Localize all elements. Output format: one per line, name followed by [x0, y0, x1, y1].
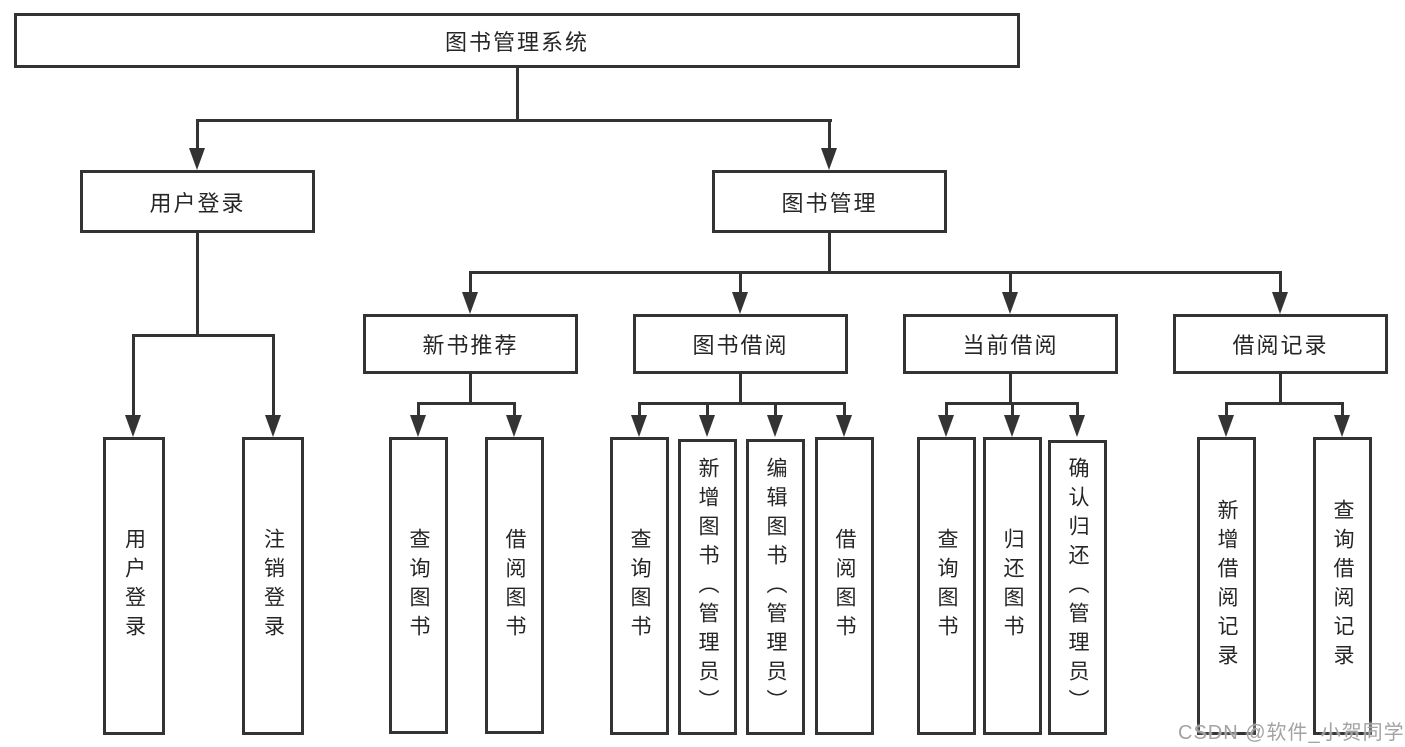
arrow-down-leaf-login [125, 415, 141, 437]
node-book-mgmt: 图书管理 [712, 170, 947, 233]
connector-g3-leaf1-drop [1341, 402, 1344, 417]
arrow-down-g1-leaf2 [767, 415, 783, 437]
node-current-borrow-label: 当前借阅 [962, 333, 1059, 358]
connector-group0-drop [469, 271, 472, 294]
leaf-g3-query-borrow-record: 查询借阅记录 [1313, 437, 1372, 735]
connector-g1-leaf2-drop [774, 402, 777, 417]
arrow-down-g1-leaf1 [699, 415, 715, 437]
connector-book-mgmt-drop [828, 119, 831, 150]
connector-g2-leaf2-drop [1076, 402, 1079, 417]
leaf-user-login-label: 用户登录 [122, 528, 146, 644]
node-book-borrow-label: 图书借阅 [692, 333, 789, 358]
arrow-down-g0-leaf0 [410, 415, 426, 437]
leaf-g1-edit-books-admin: 编辑图书（管理员） [746, 439, 805, 735]
arrow-down-g2-leaf0 [938, 415, 954, 437]
csdn-watermark: CSDN @软件_小贺同学 [1178, 722, 1405, 744]
arrow-down-group3 [1272, 292, 1288, 314]
connector-group1-drop [739, 271, 742, 294]
connector-g0-leaf1-drop [513, 402, 516, 417]
arrow-down-g2-leaf2 [1069, 415, 1085, 437]
arrow-down-g3-leaf0 [1218, 415, 1234, 437]
leaf-g2-return-books-label: 归还图书 [1001, 528, 1024, 644]
arrow-down-group1 [732, 292, 748, 314]
connector-g2-leaf0-drop [945, 402, 948, 417]
connector-g2-leaf1-drop [1011, 402, 1014, 417]
connector-group3-drop [1279, 271, 1282, 294]
connector-group3-stem [1279, 372, 1282, 405]
connector-user-login-stem [196, 231, 199, 337]
arrow-down-user-login [189, 148, 205, 170]
arrow-down-g2-leaf1 [1004, 415, 1020, 437]
connector-group0-bar [417, 402, 515, 405]
connector-group2-drop [1009, 271, 1012, 294]
connector-root-bar [197, 119, 832, 122]
connector-leaf-logout-drop [272, 334, 275, 417]
arrow-down-book-mgmt [821, 148, 837, 170]
arrow-down-g1-leaf3 [836, 415, 852, 437]
connector-g1-leaf3-drop [843, 402, 846, 417]
connector-group1-stem [739, 372, 742, 405]
leaf-g1-add-books-admin: 新增图书（管理员） [678, 439, 737, 735]
leaf-g0-query-books-label: 查询图书 [407, 527, 430, 644]
connector-book-mgmt-bar [469, 271, 1282, 274]
leaf-g1-query-books-label: 查询图书 [628, 528, 651, 644]
leaf-g1-borrow-books: 借阅图书 [815, 437, 874, 735]
connector-group1-bar [638, 402, 846, 405]
node-borrow-records-label: 借阅记录 [1232, 333, 1329, 358]
connector-g3-leaf0-drop [1225, 402, 1228, 417]
connector-book-mgmt-stem [828, 231, 831, 274]
node-book-mgmt-label: 图书管理 [781, 190, 878, 216]
connector-group3-bar [1225, 402, 1343, 405]
leaf-g1-query-books: 查询图书 [610, 437, 669, 735]
leaf-g0-borrow-books: 借阅图书 [485, 437, 544, 734]
connector-g1-leaf0-drop [638, 402, 641, 417]
connector-g0-leaf0-drop [417, 402, 420, 417]
node-new-book-recommend: 新书推荐 [363, 314, 578, 374]
leaf-g2-confirm-return-admin-label: 确认归还（管理员） [1066, 457, 1089, 718]
connector-leaf-login-drop [132, 334, 135, 417]
leaf-g0-query-books: 查询图书 [389, 437, 448, 734]
arrow-down-leaf-logout [265, 415, 281, 437]
connector-g1-leaf1-drop [706, 402, 709, 417]
arrow-down-g0-leaf1 [506, 415, 522, 437]
node-root-label: 图书管理系统 [444, 29, 589, 55]
arrow-down-g3-leaf1 [1334, 415, 1350, 437]
leaf-g1-edit-books-admin-label: 编辑图书（管理员） [764, 456, 787, 718]
leaf-g3-add-borrow-record-label: 新增借阅记录 [1215, 499, 1238, 673]
leaf-logout: 注销登录 [242, 437, 304, 735]
leaf-g3-query-borrow-record-label: 查询借阅记录 [1331, 499, 1354, 673]
node-book-borrow: 图书借阅 [633, 314, 848, 374]
arrow-down-g1-leaf0 [631, 415, 647, 437]
leaf-g2-confirm-return-admin: 确认归还（管理员） [1048, 440, 1107, 735]
node-current-borrow: 当前借阅 [903, 314, 1118, 374]
node-root-system: 图书管理系统 [14, 13, 1020, 68]
leaf-logout-label: 注销登录 [261, 528, 285, 644]
arrow-down-group0 [462, 292, 478, 314]
connector-group0-stem [469, 372, 472, 405]
leaf-g1-add-books-admin-label: 新增图书（管理员） [696, 456, 719, 718]
node-user-login: 用户登录 [80, 170, 315, 233]
leaf-g1-borrow-books-label: 借阅图书 [833, 528, 856, 644]
leaf-g2-query-books: 查询图书 [917, 437, 976, 735]
connector-root-stem [516, 66, 519, 120]
arrow-down-group2 [1002, 292, 1018, 314]
leaf-user-login: 用户登录 [103, 437, 165, 735]
leaf-g2-query-books-label: 查询图书 [935, 528, 958, 644]
connector-user-login-drop [196, 119, 199, 150]
leaf-g0-borrow-books-label: 借阅图书 [503, 527, 526, 644]
node-user-login-label: 用户登录 [149, 190, 246, 216]
connector-user-login-bar [132, 334, 275, 337]
node-borrow-records: 借阅记录 [1173, 314, 1388, 374]
node-new-book-recommend-label: 新书推荐 [422, 333, 519, 358]
connector-group2-stem [1009, 372, 1012, 405]
leaf-g3-add-borrow-record: 新增借阅记录 [1197, 437, 1256, 735]
leaf-g2-return-books: 归还图书 [983, 437, 1042, 735]
